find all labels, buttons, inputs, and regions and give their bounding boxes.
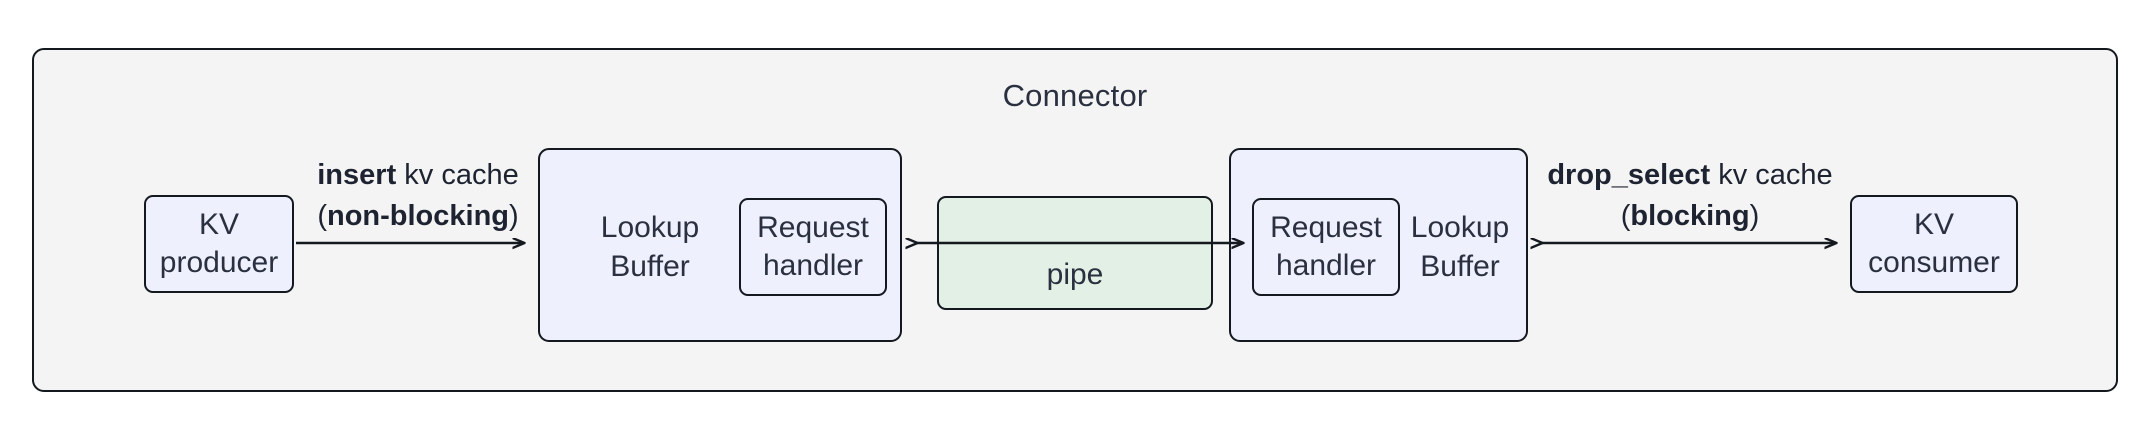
drop-select-mode: blocking <box>1630 200 1750 233</box>
left-buffer-line2: Buffer <box>610 250 690 283</box>
right-handler-line2: handler <box>1275 249 1377 282</box>
left-handler-line1: Request <box>757 210 869 244</box>
node-left-request-handler[interactable]: Request handler <box>739 198 887 296</box>
drop-select-rest: kv cache <box>1710 159 1833 191</box>
kv-consumer-line1: KV <box>1913 207 1955 241</box>
drop-select-op: drop_select <box>1547 159 1711 191</box>
insert-rest: kv cache <box>396 159 519 191</box>
drop-select-paren-open: ( <box>1620 200 1631 233</box>
node-right-request-handler[interactable]: Request handler <box>1252 198 1400 296</box>
right-handler-line1: Request <box>1270 210 1382 244</box>
left-buffer-label: Lookup Buffer <box>566 208 734 286</box>
left-handler-line2: handler <box>762 249 864 282</box>
drop-select-label-line1: drop_select kv cache <box>1538 155 1842 196</box>
left-buffer-line1: Lookup <box>600 211 700 244</box>
right-buffer-line1: Lookup <box>1410 211 1510 244</box>
node-left-lookup-buffer[interactable]: Lookup Buffer Request handler <box>538 148 902 342</box>
node-kv-consumer[interactable]: KV consumer <box>1850 195 2018 293</box>
drop-select-label-line2: (blocking) <box>1538 196 1842 237</box>
right-buffer-line2: Buffer <box>1420 250 1500 283</box>
node-pipe[interactable]: pipe <box>937 196 1213 310</box>
insert-paren-open: ( <box>317 200 327 233</box>
kv-producer-line2: producer <box>159 246 279 279</box>
insert-paren-close: ) <box>509 200 519 233</box>
drop-select-paren-close: ) <box>1749 200 1760 233</box>
insert-op: insert <box>317 159 397 191</box>
pipe-label: pipe <box>1046 257 1104 291</box>
edge-label-insert: insert kv cache (non-blocking) <box>296 155 540 237</box>
right-buffer-label: Lookup Buffer <box>1401 208 1519 286</box>
insert-mode: non-blocking <box>326 200 510 233</box>
kv-producer-line1: KV <box>198 207 240 241</box>
kv-consumer-line2: consumer <box>1868 246 2000 279</box>
node-kv-producer[interactable]: KV producer <box>144 195 294 293</box>
insert-label-line2: (non-blocking) <box>296 196 540 237</box>
node-right-lookup-buffer[interactable]: Request handler Lookup Buffer <box>1229 148 1528 342</box>
insert-label-line1: insert kv cache <box>296 155 540 196</box>
connector-title: Connector <box>1002 78 1148 113</box>
edge-label-drop-select: drop_select kv cache (blocking) <box>1538 155 1842 237</box>
